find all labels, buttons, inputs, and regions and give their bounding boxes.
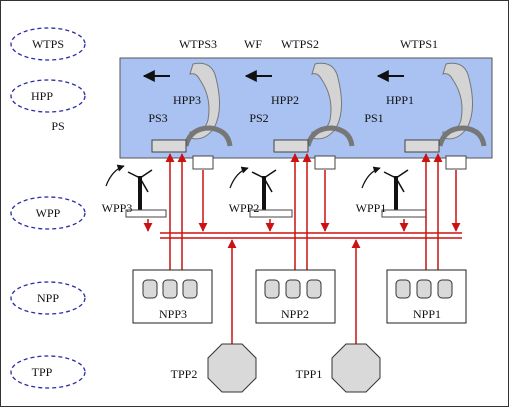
npp-2: NPP2 [255, 269, 336, 324]
station-2-pump-box [273, 139, 309, 153]
turbine-swirl-icon [183, 125, 233, 147]
wind-icon [229, 166, 249, 189]
wpp-2-base [249, 209, 293, 218]
legend-hpp-label: HPP [31, 89, 53, 103]
station-3-pump-box [151, 139, 187, 153]
wpp-3-base [125, 209, 167, 218]
station-1-ps-label: PS1 [364, 111, 383, 125]
wind-icon [361, 166, 381, 189]
station-2-npp-label: NPP2 [281, 307, 309, 321]
legend-npp: NPP [10, 281, 86, 315]
station-1-turbine-box [445, 155, 467, 170]
tpp-1: TPP1 [296, 343, 381, 393]
wind-icon [105, 164, 125, 187]
legend-hpp: HPP [10, 79, 86, 113]
turbine-swirl-icon [437, 125, 487, 147]
reactor-icon [395, 279, 453, 299]
station-3-ps-label: PS3 [148, 111, 167, 125]
header-wtps1: WTPS1 [400, 37, 438, 51]
station-2: HPP2 PS2 [244, 62, 355, 170]
legend-tpp-label: TPP [32, 365, 53, 379]
station-1-npp-label: NPP1 [413, 307, 441, 321]
station-3-npp-label: NPP3 [159, 307, 187, 321]
water-curve-icon [442, 62, 473, 140]
tpp-1-label: TPP1 [296, 367, 323, 381]
legend-wpp: WPP [10, 196, 86, 230]
station-3: HPP3 PS3 [142, 62, 233, 170]
station-3-wpp-label: WPP3 [102, 201, 133, 215]
station-1-hpp-label: HPP1 [386, 93, 414, 107]
legend-wtps: WTPS [10, 27, 86, 61]
header-wtps3: WTPS3 [179, 37, 217, 51]
station-2-hpp-label: HPP2 [271, 93, 299, 107]
station-1: HPP1 PS1 [364, 62, 487, 170]
turbine-swirl-icon [305, 125, 355, 147]
legend-wtps-label: WTPS [32, 37, 64, 51]
station-3-turbine-box [192, 155, 214, 170]
bus-connections [143, 153, 461, 344]
legend-tpp: TPP [10, 355, 86, 389]
tpp-2-label: TPP2 [171, 367, 198, 381]
station-2-wpp-label: WPP2 [229, 201, 260, 215]
wpp-1-base [381, 209, 427, 218]
wind-turbine-3: WPP3 [102, 164, 167, 218]
reactor-icon [264, 279, 322, 299]
station-2-turbine-box [314, 155, 336, 170]
header-wtps2: WTPS2 [281, 37, 319, 51]
water-curve-icon [311, 62, 342, 140]
water-curve-icon [189, 62, 220, 140]
legend-ps-label: PS [51, 119, 64, 133]
reactor-icon [142, 279, 198, 299]
station-2-ps-label: PS2 [249, 111, 268, 125]
legend-wpp-label: WPP [36, 206, 61, 220]
npp-3: NPP3 [132, 269, 213, 324]
wind-turbine-1: WPP1 [356, 166, 427, 218]
power-bus [160, 232, 462, 239]
npp-1: NPP1 [386, 269, 467, 324]
station-1-wpp-label: WPP1 [356, 201, 387, 215]
wind-turbine-2: WPP2 [229, 166, 293, 218]
station-3-hpp-label: HPP3 [173, 93, 201, 107]
station-1-pump-box [404, 139, 440, 153]
legend-npp-label: NPP [37, 291, 59, 305]
header-wf: WF [244, 37, 262, 51]
tpp-2: TPP2 [171, 343, 257, 393]
